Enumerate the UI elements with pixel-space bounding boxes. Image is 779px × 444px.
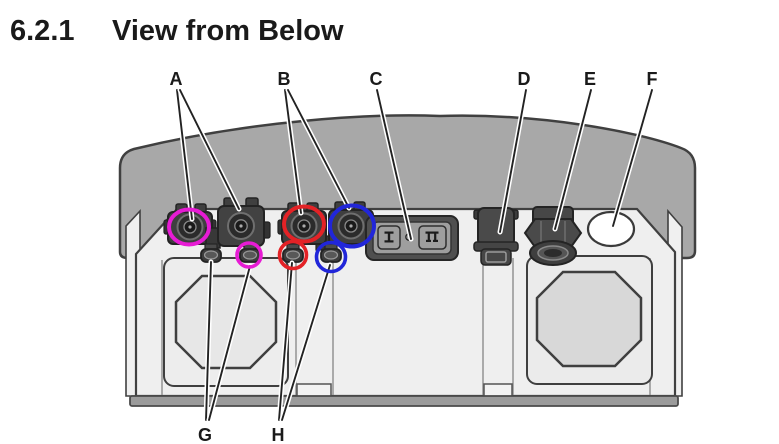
bottom-edge-band (129, 395, 679, 407)
small-connector-2 (239, 243, 261, 263)
callout-label-f: F (647, 69, 658, 89)
callout-label-d: D (518, 69, 531, 89)
left-vent-octagon (174, 274, 278, 370)
mounting-foot-left (296, 383, 332, 398)
connector-dot (239, 224, 243, 228)
leader-line-b2 (285, 87, 352, 211)
callout-label-e: E (584, 69, 596, 89)
connector-opening (285, 250, 301, 260)
leader-line-a2 (177, 87, 242, 212)
connector-dot (302, 224, 306, 228)
callout-label-b: B (278, 69, 291, 89)
highlight-red-small (277, 239, 309, 271)
section-number: 6.2.1 (10, 15, 75, 47)
leader-line-b1 (282, 87, 304, 216)
callout-labels: A B C D E F G H (170, 69, 658, 444)
connector-opening (203, 250, 219, 260)
small-connector-4 (320, 243, 342, 263)
gland-window (485, 251, 507, 263)
connector-opening (242, 250, 258, 260)
highlight-red-large (282, 204, 326, 244)
leader-line-a1 (174, 87, 195, 222)
dc-connector-1 (163, 203, 217, 245)
highlight-magenta-large (167, 207, 211, 247)
mounting-foot-right (483, 383, 513, 398)
leader-line-d (497, 87, 529, 235)
callout-label-g: G (198, 425, 212, 444)
leader-line-g1 (203, 259, 214, 423)
port-ii-icon (425, 231, 439, 242)
highlight-blue-small (314, 240, 348, 274)
port-i-icon (384, 231, 394, 243)
leader-line-f (610, 87, 655, 229)
callout-label-c: C (370, 69, 383, 89)
highlight-blue-large (328, 203, 376, 249)
callout-label-a: A (170, 69, 183, 89)
cable-gland-d (473, 207, 519, 266)
gland-lower (480, 248, 512, 266)
gland-body (477, 207, 515, 247)
leader-line-e (552, 87, 594, 232)
leader-line-c (374, 87, 414, 242)
leader-lines (174, 87, 655, 423)
gland-ring-inner (544, 249, 562, 257)
small-connector-3 (282, 243, 304, 263)
cable-gland-e (523, 206, 583, 266)
connector-dot (349, 224, 353, 228)
callout-label-h: H (272, 425, 285, 444)
highlight-circles (167, 203, 376, 274)
page-title: View from Below (112, 15, 344, 47)
leader-line-h1 (276, 260, 295, 423)
blank-plug-f (586, 210, 636, 248)
connector-opening (323, 250, 339, 260)
leader-line-g2 (206, 263, 253, 423)
right-vent-octagon (535, 270, 643, 368)
port-slot-right (418, 225, 447, 250)
highlight-magenta-small (235, 241, 263, 269)
connector-dot (188, 225, 192, 229)
leader-line-h2 (279, 262, 333, 423)
